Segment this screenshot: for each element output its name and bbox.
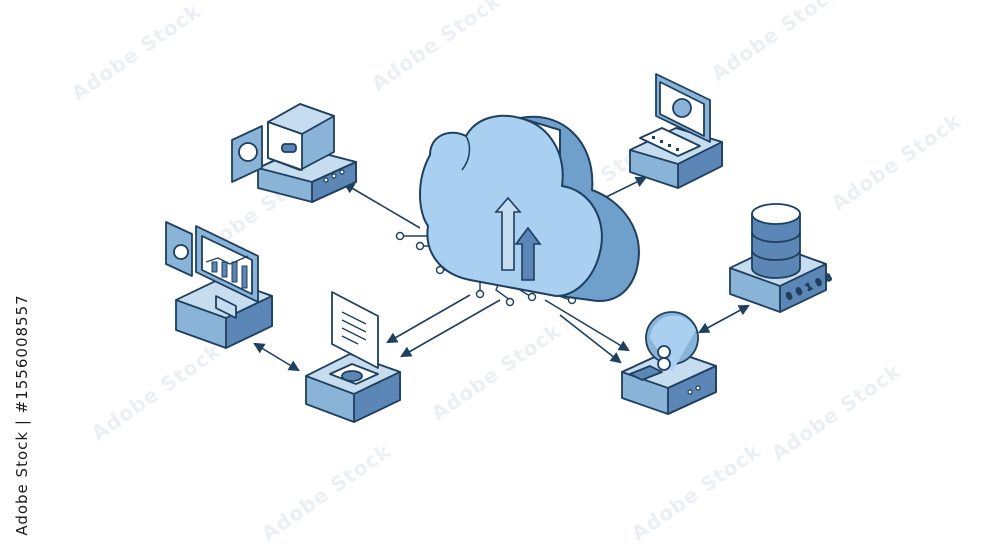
arrow-to-camera-2 — [559, 314, 622, 364]
arrow-to-camera-1 — [544, 299, 630, 352]
stock-id-label: Adobe Stock | #1556008557 — [2, 294, 42, 535]
stock-id-text: Adobe Stock | #1556008557 — [13, 294, 31, 536]
document-icon — [331, 291, 379, 369]
upload-arrow-icon — [494, 196, 522, 271]
security-camera-node — [621, 311, 717, 415]
arrow-camera-database — [698, 304, 750, 334]
laptop-node — [629, 73, 723, 189]
analytics-node — [165, 221, 273, 349]
database-node: 0 0 1 0 8 — [729, 203, 834, 313]
safe-icon — [231, 103, 335, 183]
safe-node — [231, 103, 357, 203]
laptop-icon — [639, 73, 711, 157]
database-icon — [751, 203, 801, 279]
arrow-to-safe — [343, 182, 421, 229]
arrow-to-document-2 — [400, 299, 501, 358]
camera-icon — [629, 311, 699, 381]
chart-monitor-icon — [165, 221, 259, 319]
arrow-to-document-1 — [386, 294, 471, 344]
download-arrow-icon — [514, 226, 542, 281]
document-node — [305, 291, 401, 423]
arrow-analytics-document — [253, 342, 300, 372]
